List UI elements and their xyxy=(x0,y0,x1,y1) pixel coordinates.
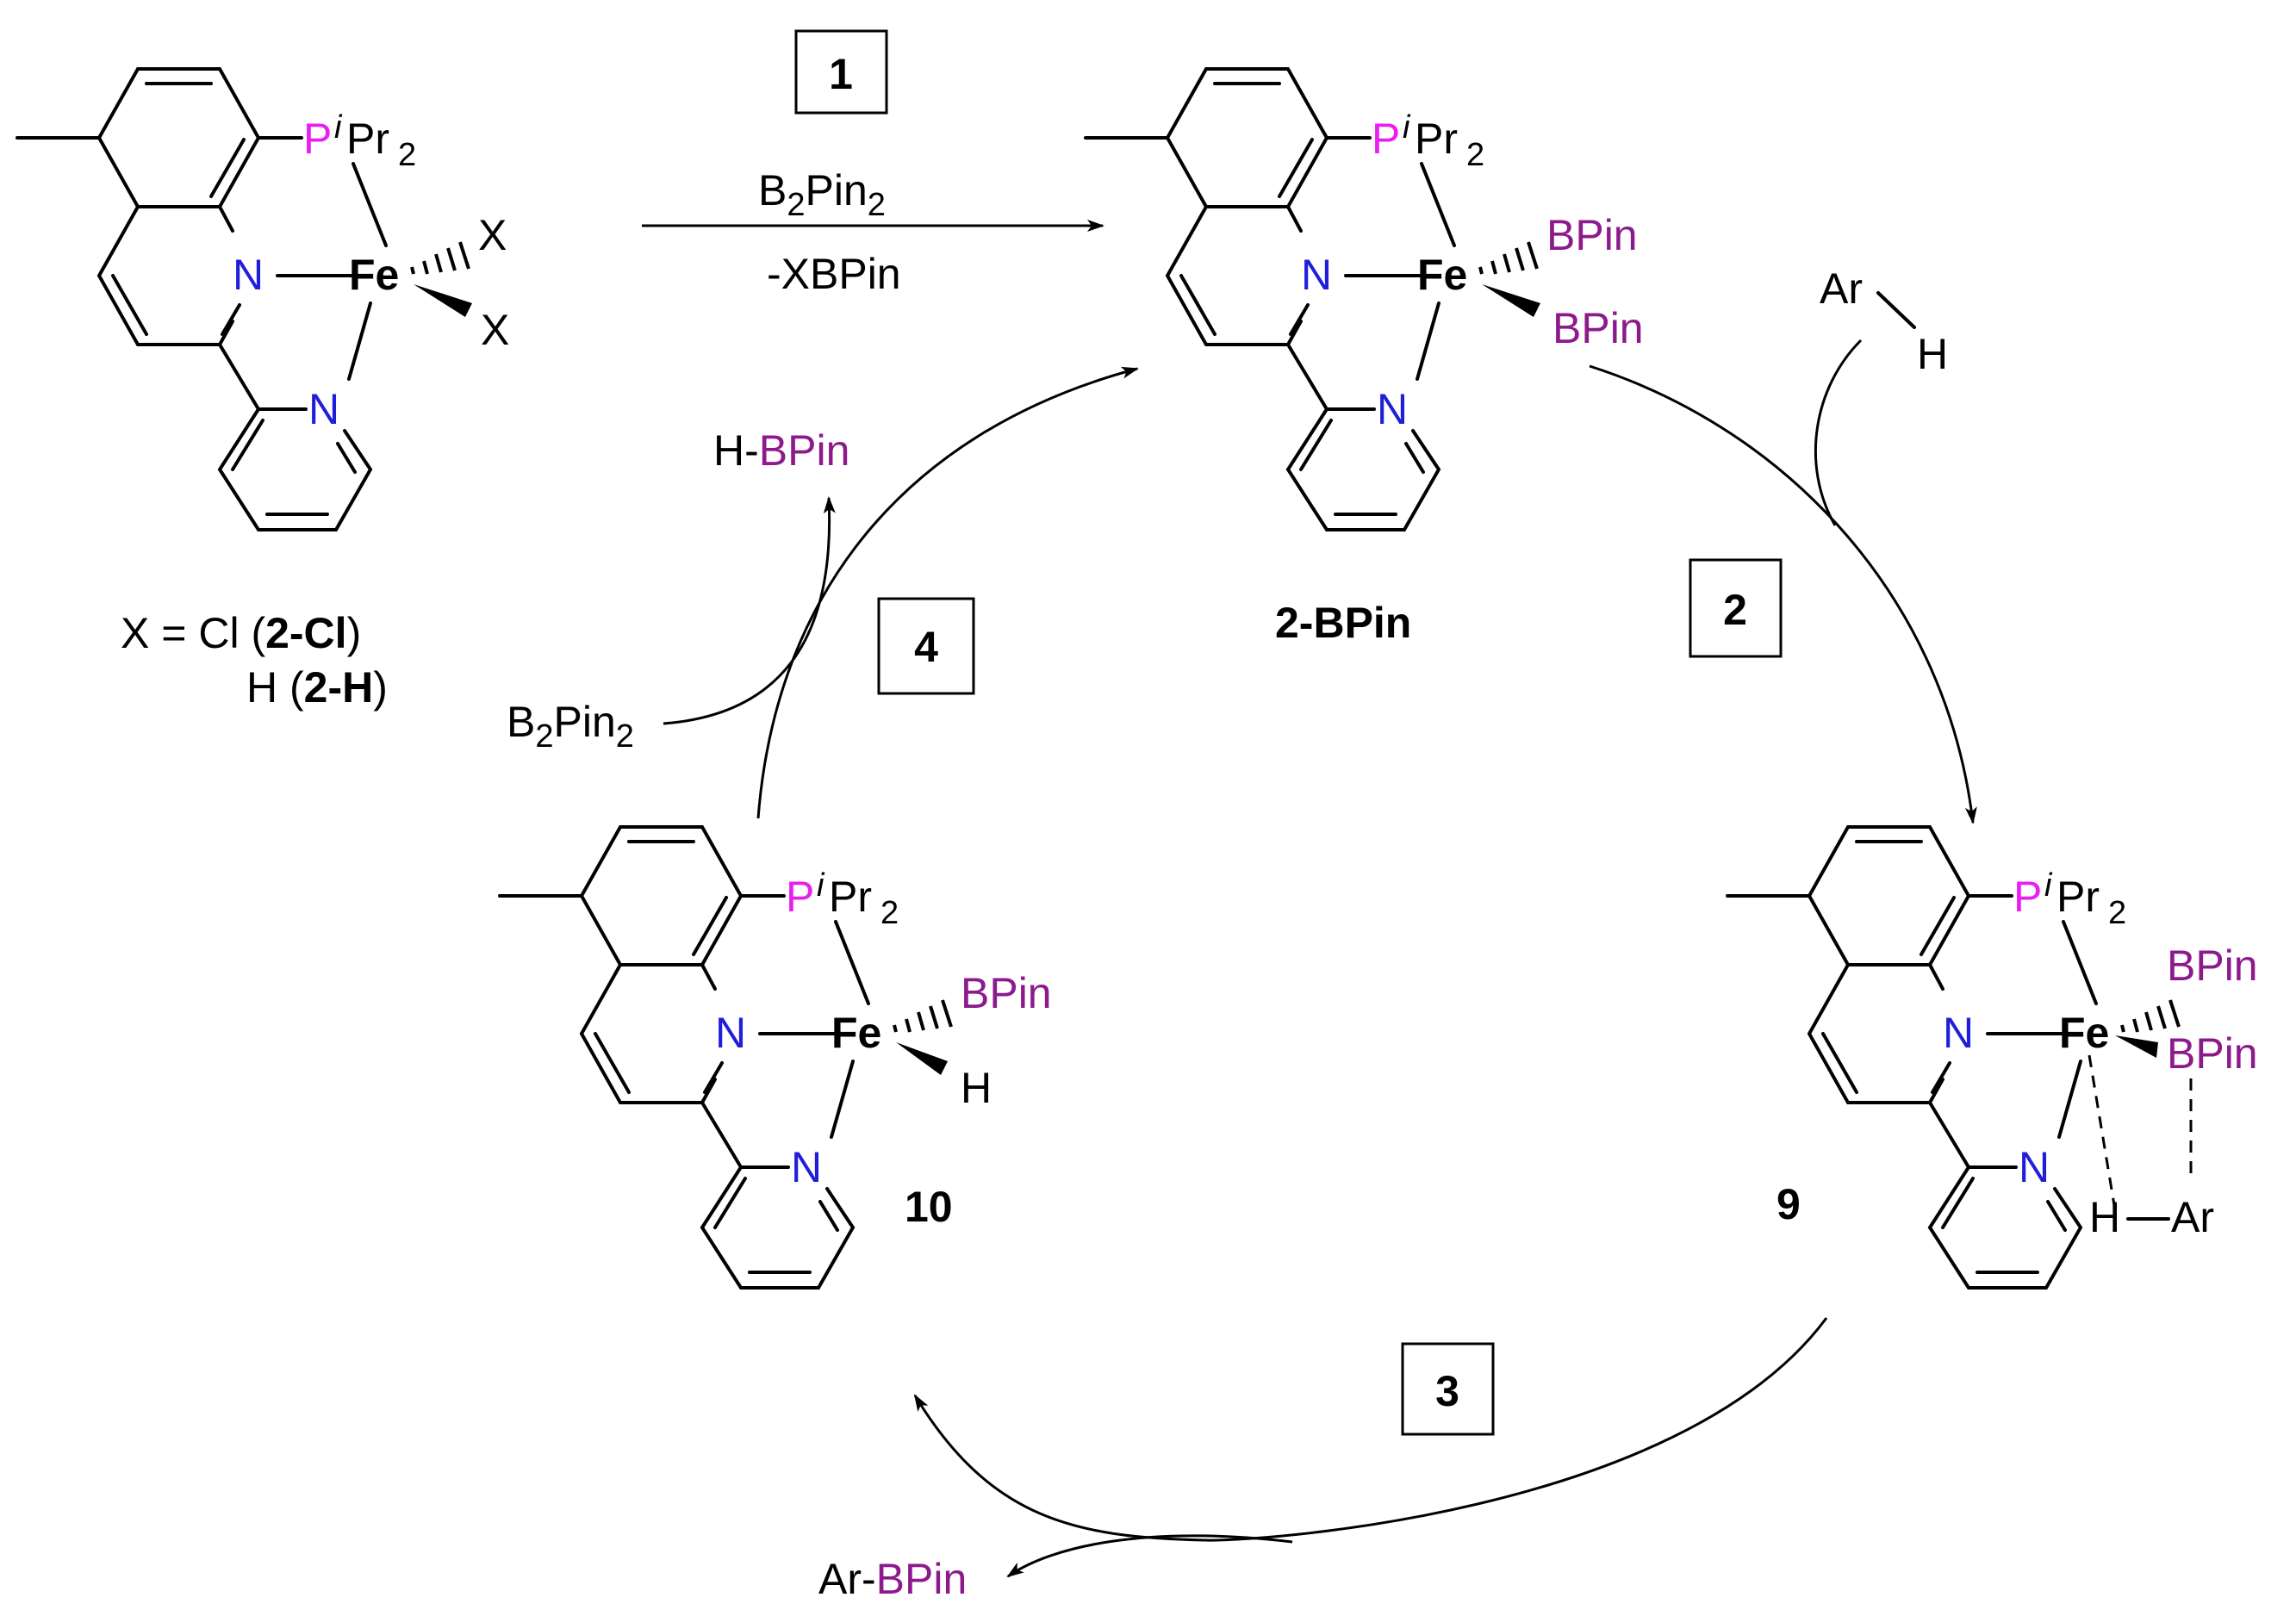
hydride-ligand: H xyxy=(961,1064,992,1112)
wedge-bond xyxy=(1482,284,1540,317)
iso-prefix: i xyxy=(334,109,343,146)
iso-prefix: i xyxy=(817,867,825,904)
step2-arrow xyxy=(1589,364,1977,824)
label-9: 9 xyxy=(1776,1180,1801,1228)
iso-prefix: i xyxy=(1403,109,1411,146)
precatalyst-label: X = Cl (2-Cl) H (2-H) xyxy=(121,609,388,712)
ligand-x-bottom: X xyxy=(481,306,509,354)
isopropyl-subscript: 2 xyxy=(398,137,416,173)
phosphorus-atom: P xyxy=(786,873,814,921)
label-10: 10 xyxy=(905,1183,953,1231)
boryl-top: BPin xyxy=(1546,211,1638,259)
step1-reagent: B2Pin2 xyxy=(758,166,886,223)
isopropyl-label: Pr xyxy=(1415,115,1458,163)
wedge-bond xyxy=(414,284,472,317)
isopropyl-label: Pr xyxy=(346,115,389,163)
step3-box: 3 xyxy=(1401,1342,1495,1436)
iron-atom: Fe xyxy=(831,1009,881,1057)
substrate-bond xyxy=(1876,291,1916,329)
hashed-bond xyxy=(893,999,953,1033)
hashed-bond xyxy=(410,241,470,275)
step3-arrow xyxy=(913,1317,1828,1542)
transition-ar: Ar xyxy=(2171,1193,2214,1241)
complex-10: P i Pr 2 N Fe N BPin H xyxy=(498,825,1052,1290)
wedge-bond xyxy=(2115,1035,2158,1058)
ligand-x-top: X xyxy=(478,211,507,259)
product-outgoing-curve xyxy=(1006,1534,1293,1578)
pyridine-nitrogen: N xyxy=(2019,1143,2050,1191)
transition-h: H xyxy=(2089,1193,2120,1241)
isopropyl-subscript: 2 xyxy=(1466,137,1484,173)
iron-atom: Fe xyxy=(2059,1009,2109,1057)
quinoline-nitrogen: N xyxy=(1943,1009,1974,1057)
boryl-ligand: BPin xyxy=(961,969,1052,1017)
quinoline-nitrogen: N xyxy=(715,1009,746,1057)
quinoline-nitrogen: N xyxy=(1301,251,1332,299)
svg-text:1: 1 xyxy=(829,50,853,98)
precatalyst-line2: H (2-H) xyxy=(246,663,388,712)
isopropyl-label: Pr xyxy=(2056,873,2100,921)
quinoline-nitrogen: N xyxy=(233,251,264,299)
svg-text:4: 4 xyxy=(914,623,938,671)
boryl-bottom: BPin xyxy=(1552,304,1644,352)
precatalyst-line1: X = Cl (2-Cl) xyxy=(121,609,361,657)
complex-2-bpin: P i Pr 2 N Fe N BPin BPin xyxy=(1084,67,1644,531)
step4-reagent: B2Pin2 xyxy=(507,698,634,755)
phosphorus-atom: P xyxy=(2013,873,2042,921)
hashed-bond xyxy=(1478,241,1539,275)
boryl-bottom: BPin xyxy=(2167,1029,2258,1078)
phosphorus-atom: P xyxy=(303,115,332,163)
product-ar-bpin: Ar-BPin xyxy=(818,1555,967,1603)
substrate-h: H xyxy=(1917,330,1948,378)
svg-text:3: 3 xyxy=(1435,1367,1459,1415)
precatalyst-complex: P i Pr 2 N Fe N X X xyxy=(16,67,509,531)
isopropyl-subscript: 2 xyxy=(880,895,899,931)
complex-9: P i Pr 2 N Fe N BPin BPin H Ar xyxy=(1726,825,2258,1290)
iso-prefix: i xyxy=(2044,867,2053,904)
pyridine-nitrogen: N xyxy=(791,1143,822,1191)
pyridine-nitrogen: N xyxy=(1377,385,1408,433)
reagent-incoming-curve xyxy=(663,496,836,725)
step4-box: 4 xyxy=(877,597,975,695)
boryl-top: BPin xyxy=(2167,942,2258,990)
step1-box: 1 xyxy=(794,29,888,115)
substrate-incoming-curve xyxy=(1814,339,1863,526)
isopropyl-label: Pr xyxy=(829,873,872,921)
pyridine-nitrogen: N xyxy=(308,385,339,433)
wedge-bond xyxy=(896,1042,948,1075)
step2-box: 2 xyxy=(1689,558,1783,658)
iron-atom: Fe xyxy=(349,251,399,299)
svg-text:2: 2 xyxy=(1723,586,1747,634)
phosphorus-atom: P xyxy=(1372,115,1400,163)
product-h-bpin: H-BPin xyxy=(713,426,849,475)
hashed-bond xyxy=(2120,999,2181,1033)
isopropyl-subscript: 2 xyxy=(2108,895,2126,931)
label-2-bpin: 2-BPin xyxy=(1275,599,1411,647)
substrate-ar: Ar xyxy=(1820,264,1863,313)
step1-byproduct: -XBPin xyxy=(767,250,901,298)
dashed-interaction-fe-h xyxy=(2088,1054,2117,1211)
iron-atom: Fe xyxy=(1417,251,1467,299)
step4-arrow xyxy=(756,366,1139,819)
